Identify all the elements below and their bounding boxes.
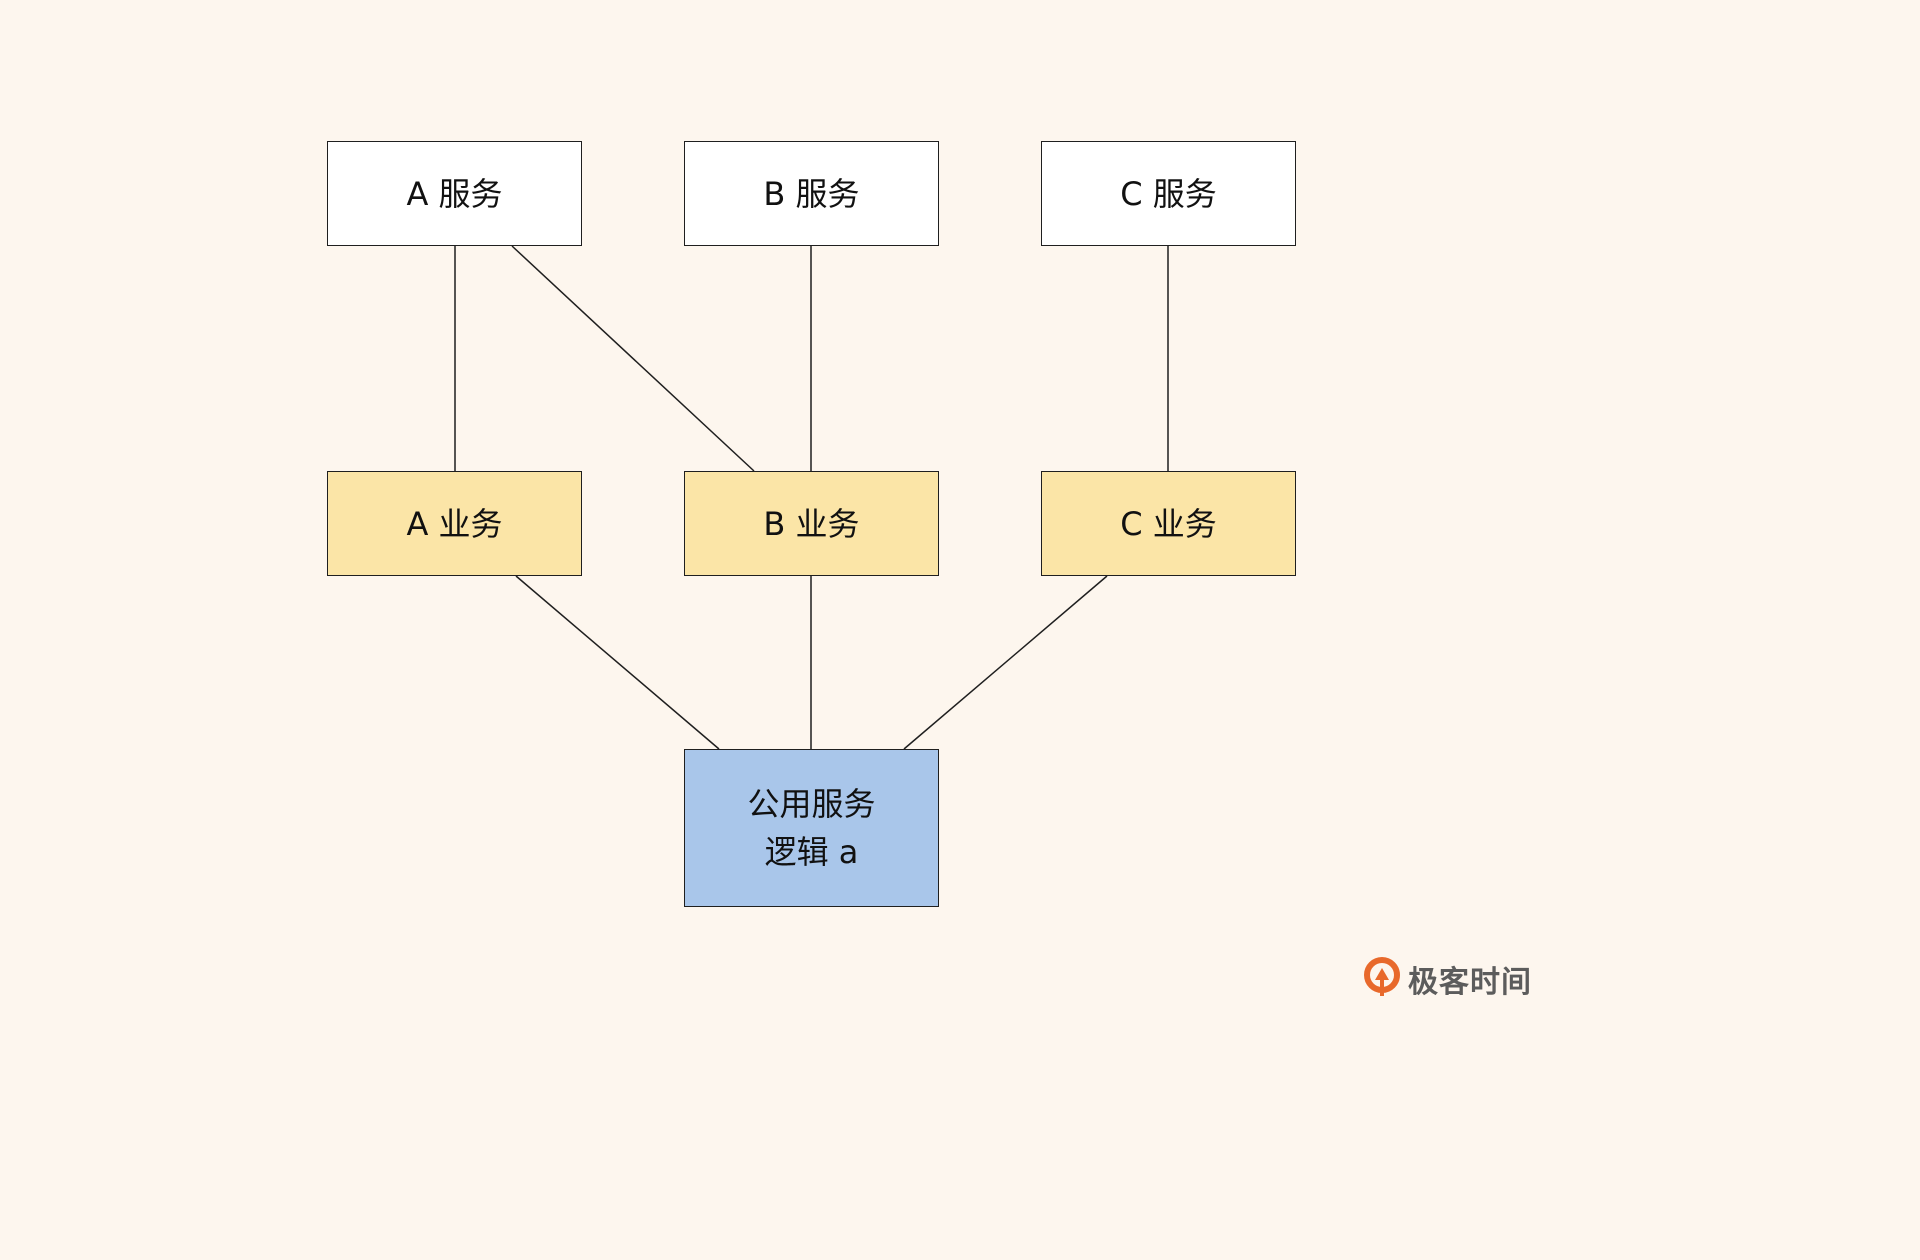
edge-a-business-common (515, 575, 720, 750)
edge-c-business-common (903, 575, 1108, 750)
a-business-node: A 业务 (327, 471, 582, 576)
connector-lines (454, 245, 1169, 750)
b-service-node: B 服务 (684, 141, 939, 246)
geektime-watermark: 极客时间 (1362, 956, 1532, 1002)
c-business-node: C 业务 (1041, 471, 1296, 576)
c-business-label: C 业务 (1120, 504, 1217, 543)
common-service-logic-label: 公用服务 逻辑 a (747, 785, 876, 871)
b-business-label: B 业务 (763, 504, 860, 543)
a-service-node: A 服务 (327, 141, 582, 246)
watermark-text: 极客时间 (1408, 965, 1532, 1000)
c-service-node: C 服务 (1041, 141, 1296, 246)
a-business-label: A 业务 (406, 504, 503, 543)
edge-a-service-b-business (511, 245, 755, 472)
geektime-logo-icon (1364, 957, 1400, 996)
b-service-label: B 服务 (763, 174, 860, 213)
diagram-canvas: A 服务 B 服务 C 服务 A 业务 B 业务 C 业务 公用服务 逻辑 a … (327, 141, 1532, 1002)
a-service-label: A 服务 (406, 174, 503, 213)
b-business-node: B 业务 (684, 471, 939, 576)
common-service-logic-node: 公用服务 逻辑 a (684, 749, 939, 907)
c-service-label: C 服务 (1120, 174, 1217, 213)
